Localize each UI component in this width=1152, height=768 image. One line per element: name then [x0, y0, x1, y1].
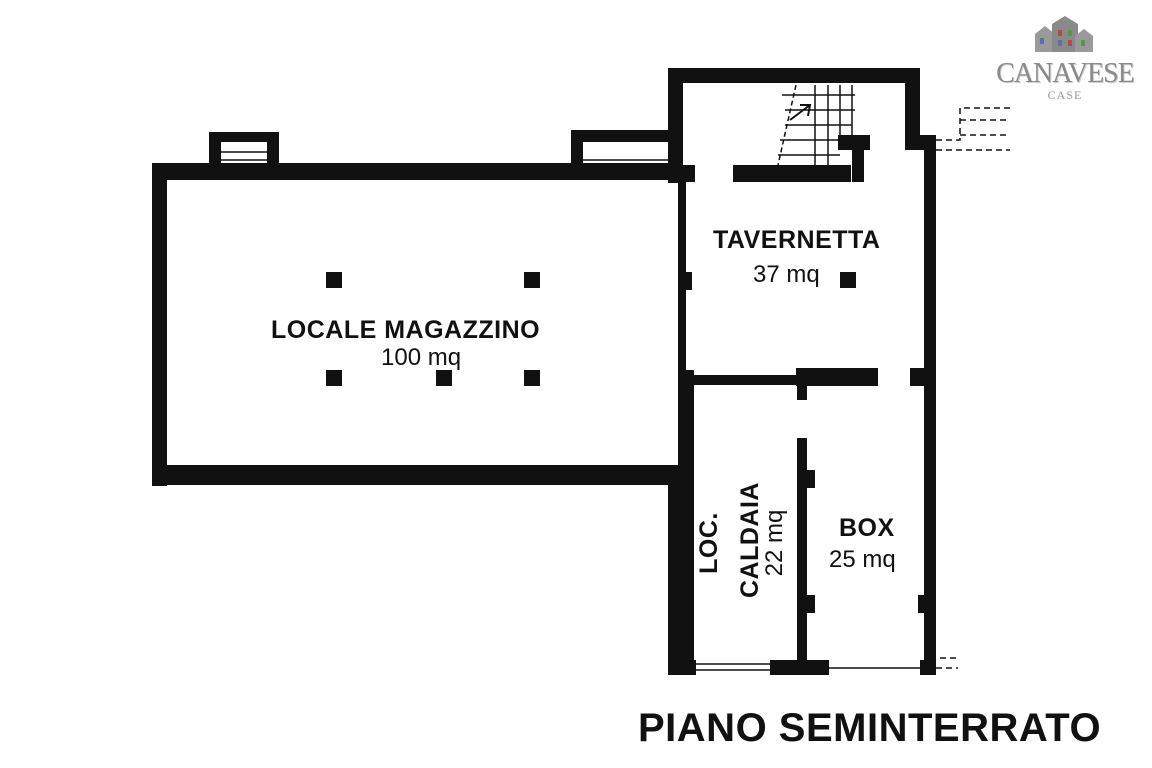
pillar [326, 370, 342, 386]
wall-caldaia-box [797, 438, 807, 675]
wall-bottom-box-left [807, 660, 829, 675]
jamb-4 [805, 595, 815, 613]
wall-left-magazzino [152, 163, 167, 486]
floor-title: PIANO SEMINTERRATO [638, 706, 1102, 750]
wall-top-magazzino [152, 163, 682, 180]
window-bump-1-top [209, 132, 279, 142]
wall-right-tavernetta-upper [905, 68, 920, 148]
wall-caldaia-outer [668, 465, 682, 675]
window-bump-2-left [571, 130, 583, 178]
wall-bottom-caldaia-left [668, 660, 696, 675]
house-icon [1035, 16, 1093, 52]
room-name-box: BOX [839, 514, 895, 542]
wall-top-tavernetta [668, 68, 920, 83]
window-bump-1-right [267, 132, 279, 177]
wall-box-top [796, 368, 878, 386]
pillar [840, 272, 856, 288]
exterior-steps [936, 107, 1010, 669]
logo-wordmark: CANAVESE [996, 58, 1135, 89]
canavese-logo: CANAVESE CASE [990, 12, 1140, 102]
room-area-tavernetta: 37 mq [753, 261, 820, 288]
windows [221, 151, 920, 671]
window-bump-1-left [209, 132, 221, 177]
window-bump-2-top [571, 130, 671, 142]
pillar [436, 370, 452, 386]
jamb-5 [918, 595, 930, 613]
wall-caldaia-top [678, 375, 796, 385]
wall-bottom-magazzino [152, 465, 682, 485]
wall-bottom-box-right [920, 660, 936, 675]
wall-bottom-caldaia-right [770, 660, 807, 675]
wall-left-tavernetta-upper [668, 68, 683, 183]
room-name-locale-magazzino: LOCALE MAGAZZINO [271, 316, 541, 344]
room-area-locale-magazzino: 100 mq [381, 344, 462, 371]
jamb-3 [805, 470, 815, 488]
room-name-tavernetta: TAVERNETTA [713, 226, 881, 254]
pillar [326, 272, 342, 288]
jamb-2 [797, 368, 807, 400]
wall-stair-side [852, 135, 864, 182]
pillar [524, 272, 540, 288]
room-area-box: 25 mq [829, 546, 896, 573]
staircase [777, 84, 855, 166]
logo-subtitle: CASE [1047, 88, 1083, 102]
room-area-loc-caldaia: 22 mq [761, 509, 788, 577]
pillar [524, 370, 540, 386]
walls [152, 68, 936, 675]
wall-right-outer [924, 135, 936, 675]
wall-stair-bottom [733, 165, 851, 182]
room-name-loc-caldaia-line1: LOC. [695, 512, 723, 574]
wall-stub-left [668, 165, 695, 182]
wall-box-top-right [910, 368, 934, 386]
jamb-1 [682, 272, 692, 290]
